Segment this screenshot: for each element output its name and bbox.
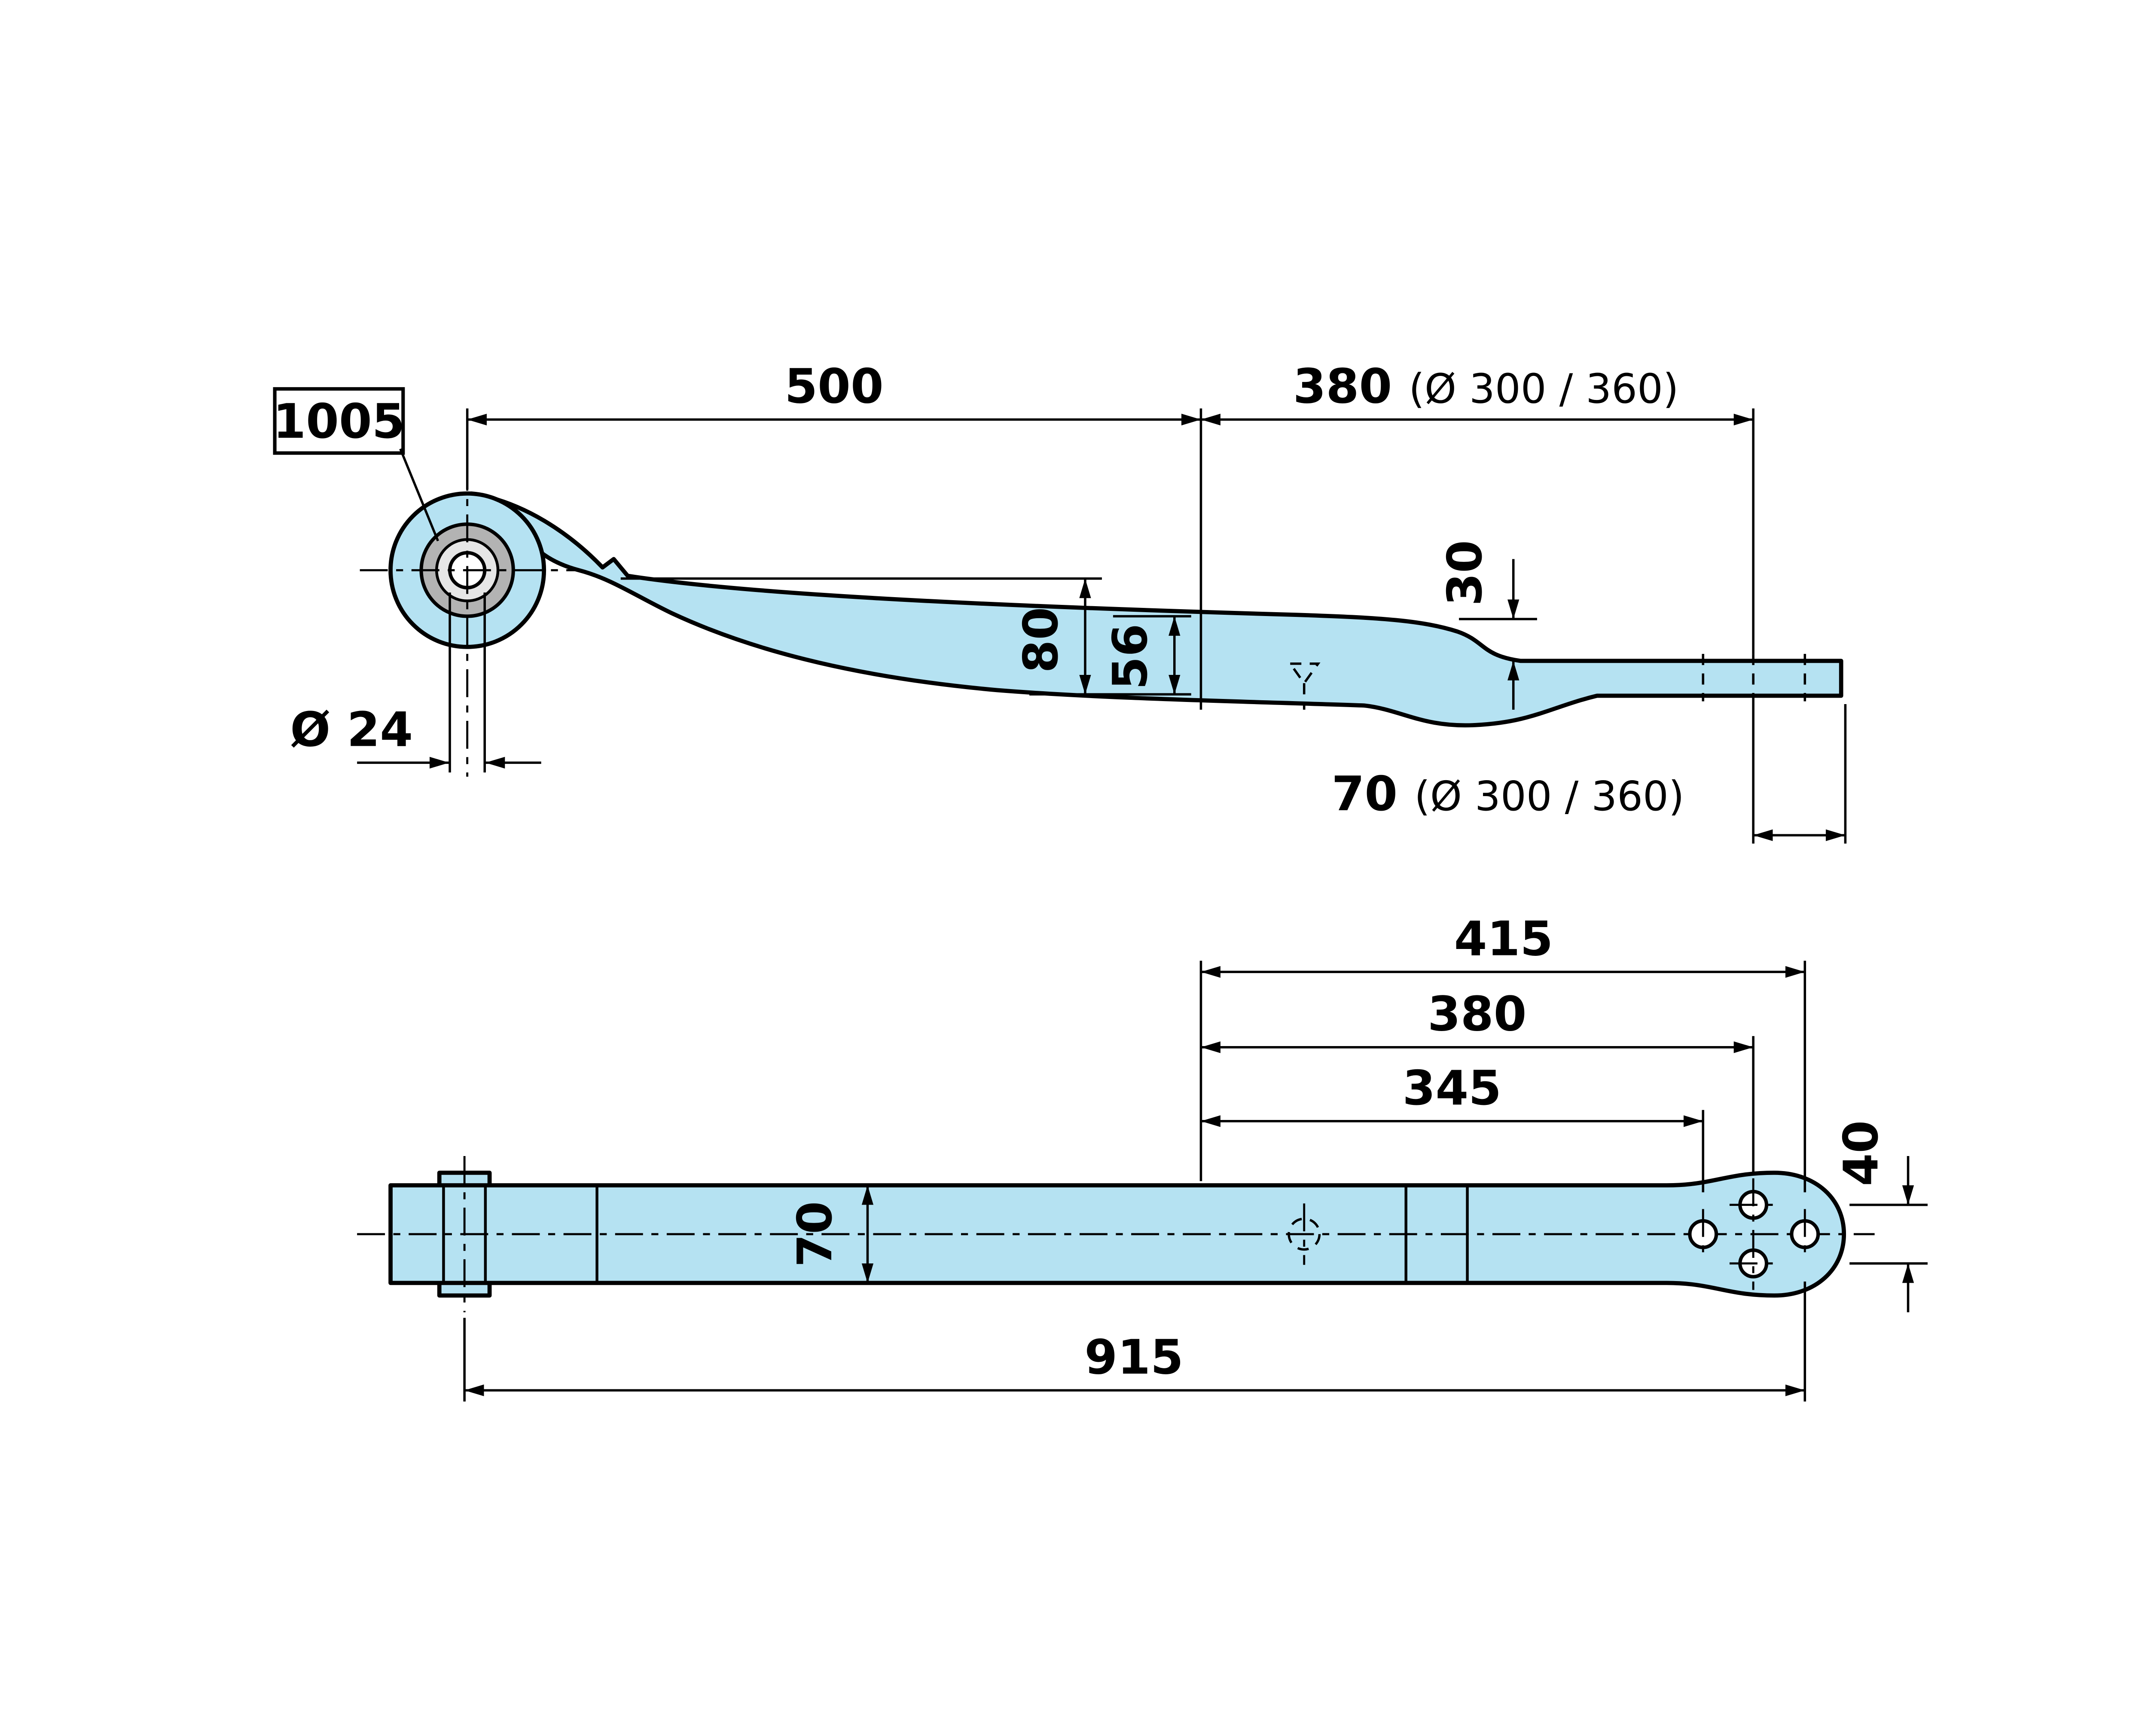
dim-30-label: 30 bbox=[1438, 540, 1493, 606]
dim-eye-bore-label: Ø 24 bbox=[290, 702, 413, 757]
dim-345-label: 345 bbox=[1403, 1061, 1501, 1116]
dim-915-label: 915 bbox=[1084, 1330, 1183, 1385]
dim-415-label: 415 bbox=[1454, 912, 1553, 967]
dim-70-note-label: (Ø 300 / 360) bbox=[1414, 773, 1684, 820]
part-number-label: 1005 bbox=[273, 394, 405, 449]
dim-80-label: 80 bbox=[1014, 607, 1069, 673]
blade-profile bbox=[469, 491, 1843, 728]
side-view: 1005 500 380 (Ø 300 / 360) 80 56 30 Ø 24 bbox=[273, 360, 1847, 844]
center-hole bbox=[1288, 1217, 1321, 1251]
seat-center-mark bbox=[1288, 662, 1321, 686]
dim-380p-label: 380 bbox=[1428, 987, 1526, 1042]
part-number-box bbox=[273, 387, 405, 455]
dim-40-label: 40 bbox=[1834, 1120, 1889, 1187]
dim-56-label: 56 bbox=[1103, 624, 1158, 690]
part-number-leader bbox=[399, 448, 439, 542]
dim-380-label: 380 bbox=[1293, 360, 1392, 415]
dim-70-label: 70 bbox=[1332, 767, 1398, 822]
dim-70w-label: 70 bbox=[788, 1201, 843, 1267]
dim-380-note-label: (Ø 300 / 360) bbox=[1409, 366, 1678, 413]
plan-view: 415 380 345 70 40 915 bbox=[357, 912, 1928, 1402]
dim-500-label: 500 bbox=[784, 360, 883, 415]
